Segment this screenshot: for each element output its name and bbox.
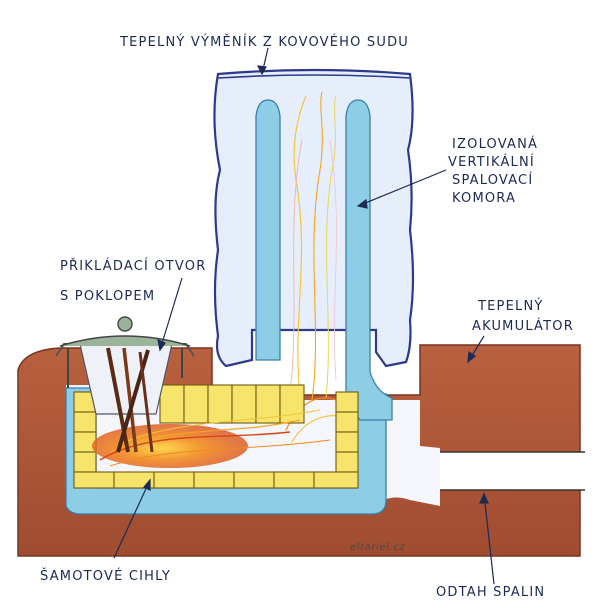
- lid-with-handle: [55, 316, 195, 388]
- barrel-rim: [217, 74, 411, 79]
- label-exhaust: ODTAH SPALIN: [436, 585, 545, 600]
- label-feed-opening-line2: S POKLOPEM: [60, 289, 155, 304]
- label-heat-exchanger: TEPELNÝ VÝMĚNÍK Z KOVOVÉHO SUDU: [119, 34, 409, 50]
- label-chamber-line2: VERTIKÁLNÍ: [448, 154, 535, 170]
- label-chamber-line1: IZOLOVANÁ: [452, 136, 538, 152]
- label-feed-opening-line1: PŘIKLÁDACÍ OTVOR: [60, 258, 206, 274]
- exhaust-pipe: [440, 451, 585, 491]
- label-chamber-line4: KOMORA: [452, 191, 516, 206]
- firebricks: [73, 384, 359, 489]
- metal-barrel: [213, 68, 415, 368]
- label-arrows: [113, 47, 495, 585]
- label-accumulator-line1: TEPELNÝ: [477, 298, 544, 314]
- label-firebricks: ŠAMOTOVÉ CIHLY: [40, 568, 171, 584]
- fire: [92, 409, 331, 468]
- riser-left-wall: [255, 99, 281, 361]
- riser-right-wall: [345, 99, 393, 421]
- feed-opening: [79, 343, 173, 453]
- label-accumulator-line2: AKUMULÁTOR: [472, 318, 574, 334]
- label-chamber-line3: SPALOVACÍ: [452, 172, 533, 188]
- signature: eltariel.cz: [350, 542, 405, 553]
